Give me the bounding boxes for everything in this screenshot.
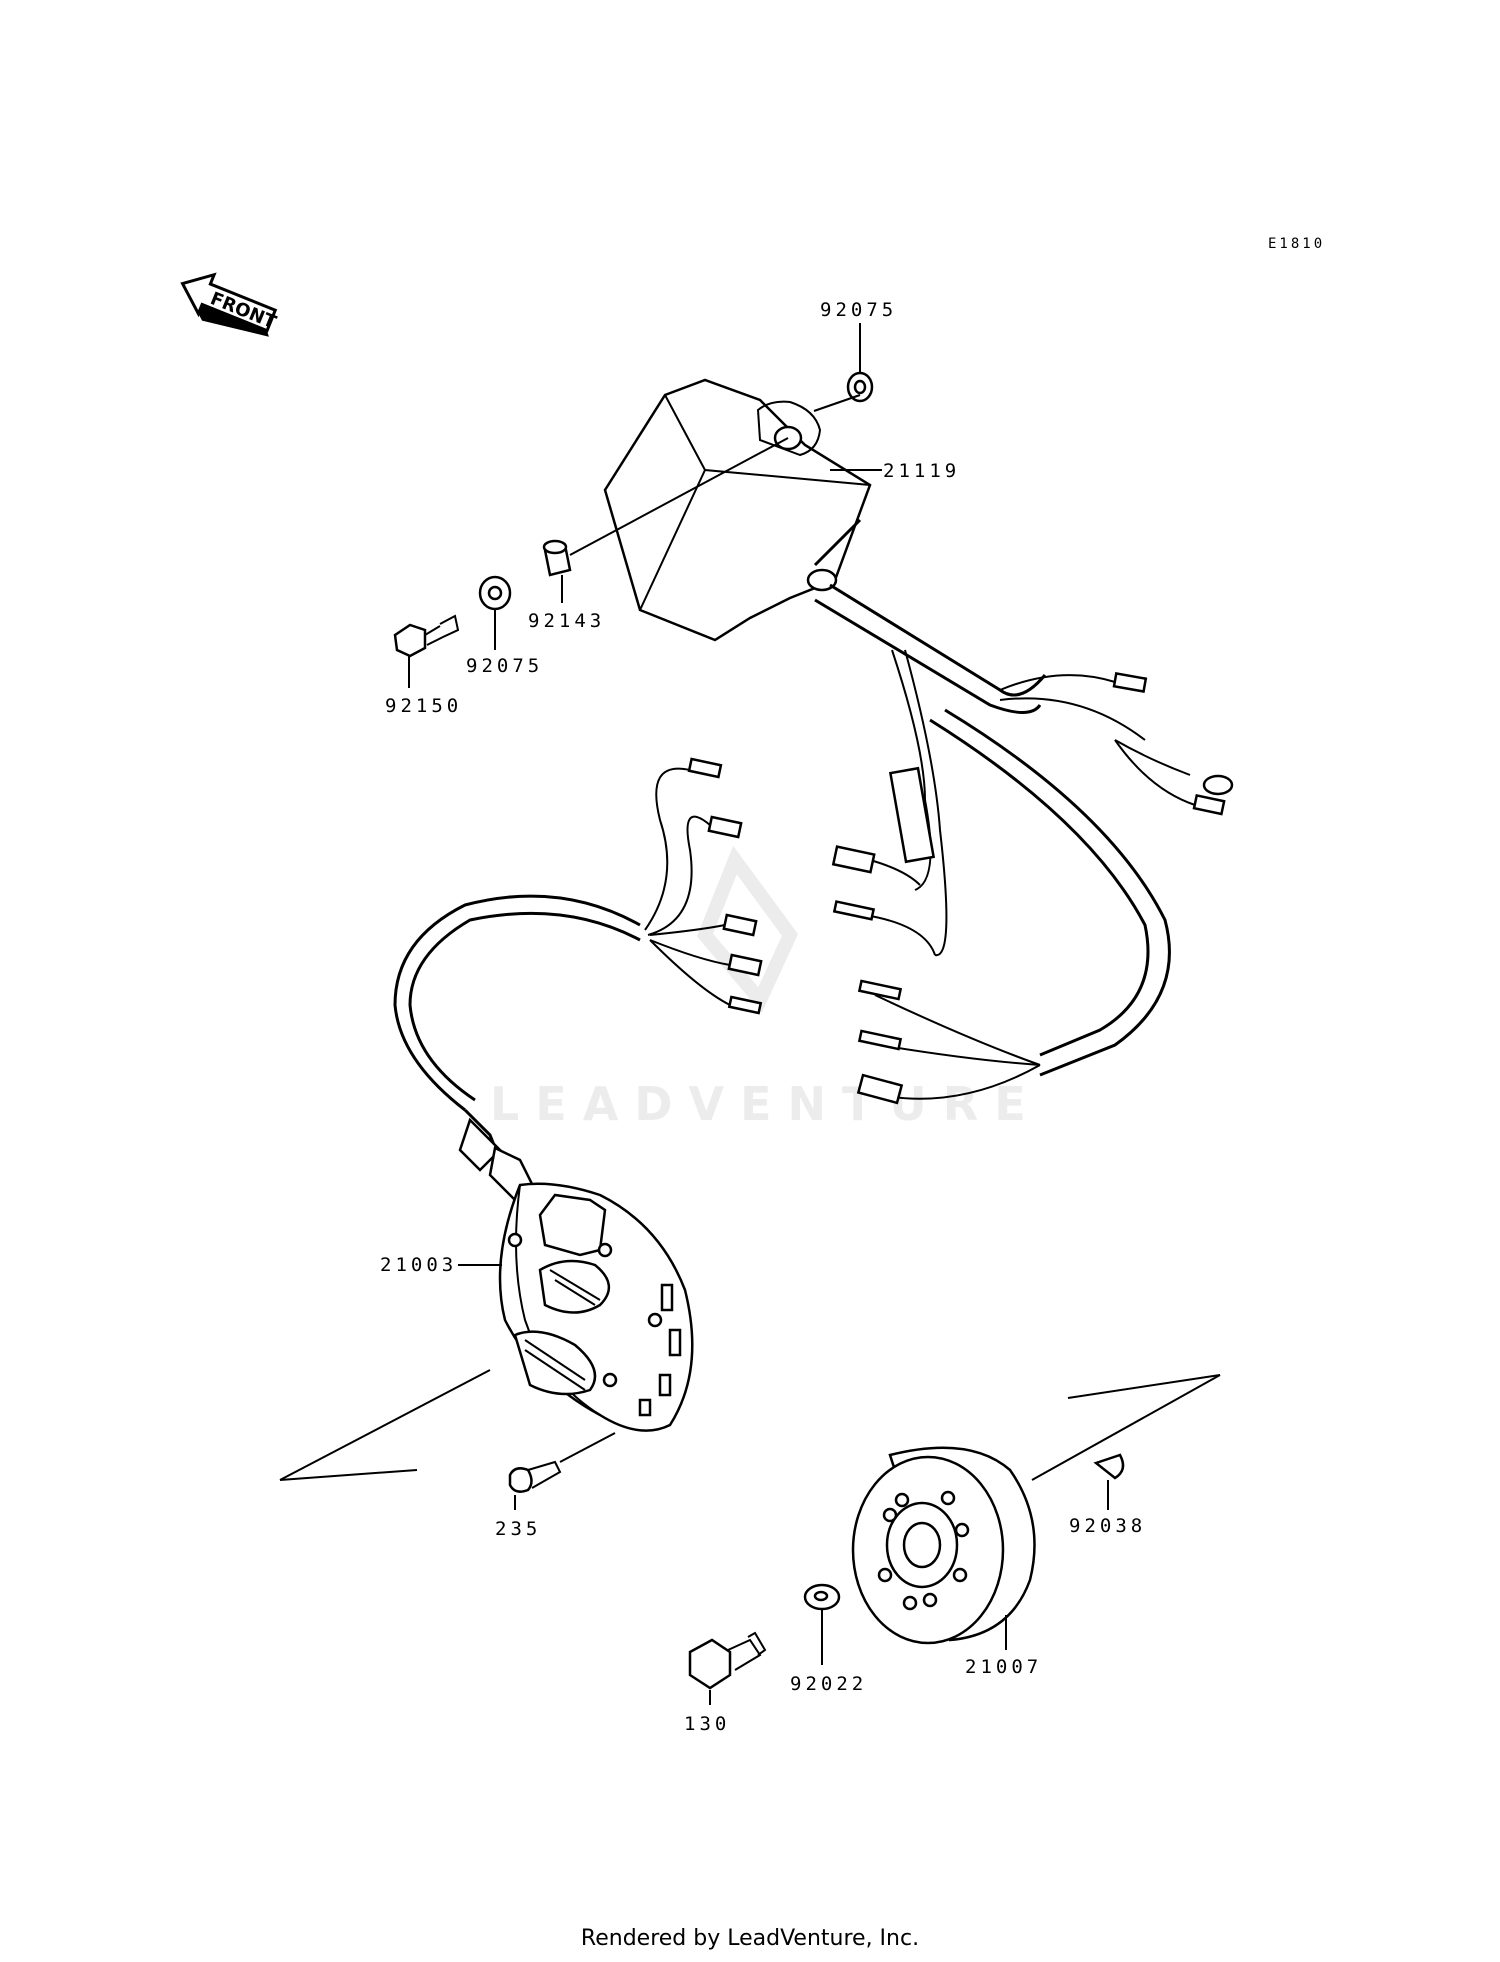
label-21007: 21007 bbox=[965, 1656, 1042, 1678]
collar-92143 bbox=[542, 437, 789, 577]
leader-lines bbox=[408, 323, 1109, 1705]
label-92075-left: 92075 bbox=[466, 655, 543, 677]
bolt-130 bbox=[688, 1631, 767, 1690]
part-labels: 92075 21119 92143 92075 92150 21003 235 … bbox=[380, 299, 1146, 1735]
grommet-92075-left bbox=[478, 575, 512, 611]
wire-harness bbox=[393, 583, 1234, 1202]
watermark-text: LEADVENTURE bbox=[490, 1077, 1042, 1131]
label-21003: 21003 bbox=[380, 1254, 457, 1276]
label-235: 235 bbox=[495, 1518, 541, 1540]
grommet-92075-top bbox=[846, 371, 874, 403]
label-92075-top: 92075 bbox=[820, 299, 897, 321]
label-21119: 21119 bbox=[883, 460, 960, 482]
label-92150: 92150 bbox=[385, 695, 462, 717]
label-92038: 92038 bbox=[1069, 1515, 1146, 1537]
woodruff-key-92038 bbox=[1093, 1453, 1125, 1480]
cdi-unit bbox=[603, 378, 872, 642]
label-130: 130 bbox=[684, 1713, 730, 1735]
stator-21003 bbox=[279, 1182, 694, 1481]
diagram-code: E1810 bbox=[1268, 236, 1325, 252]
watermark: LEADVENTURE bbox=[490, 845, 1042, 1131]
flywheel-21007 bbox=[851, 1374, 1221, 1645]
front-arrow-icon: FRONT bbox=[180, 272, 280, 337]
bolt-235 bbox=[508, 1432, 616, 1493]
footer-credit: Rendered by LeadVenture, Inc. bbox=[581, 1926, 919, 1951]
bolt-92150 bbox=[393, 614, 460, 658]
label-92022: 92022 bbox=[790, 1673, 867, 1695]
washer-92022 bbox=[803, 1583, 841, 1611]
label-92143: 92143 bbox=[528, 610, 605, 632]
